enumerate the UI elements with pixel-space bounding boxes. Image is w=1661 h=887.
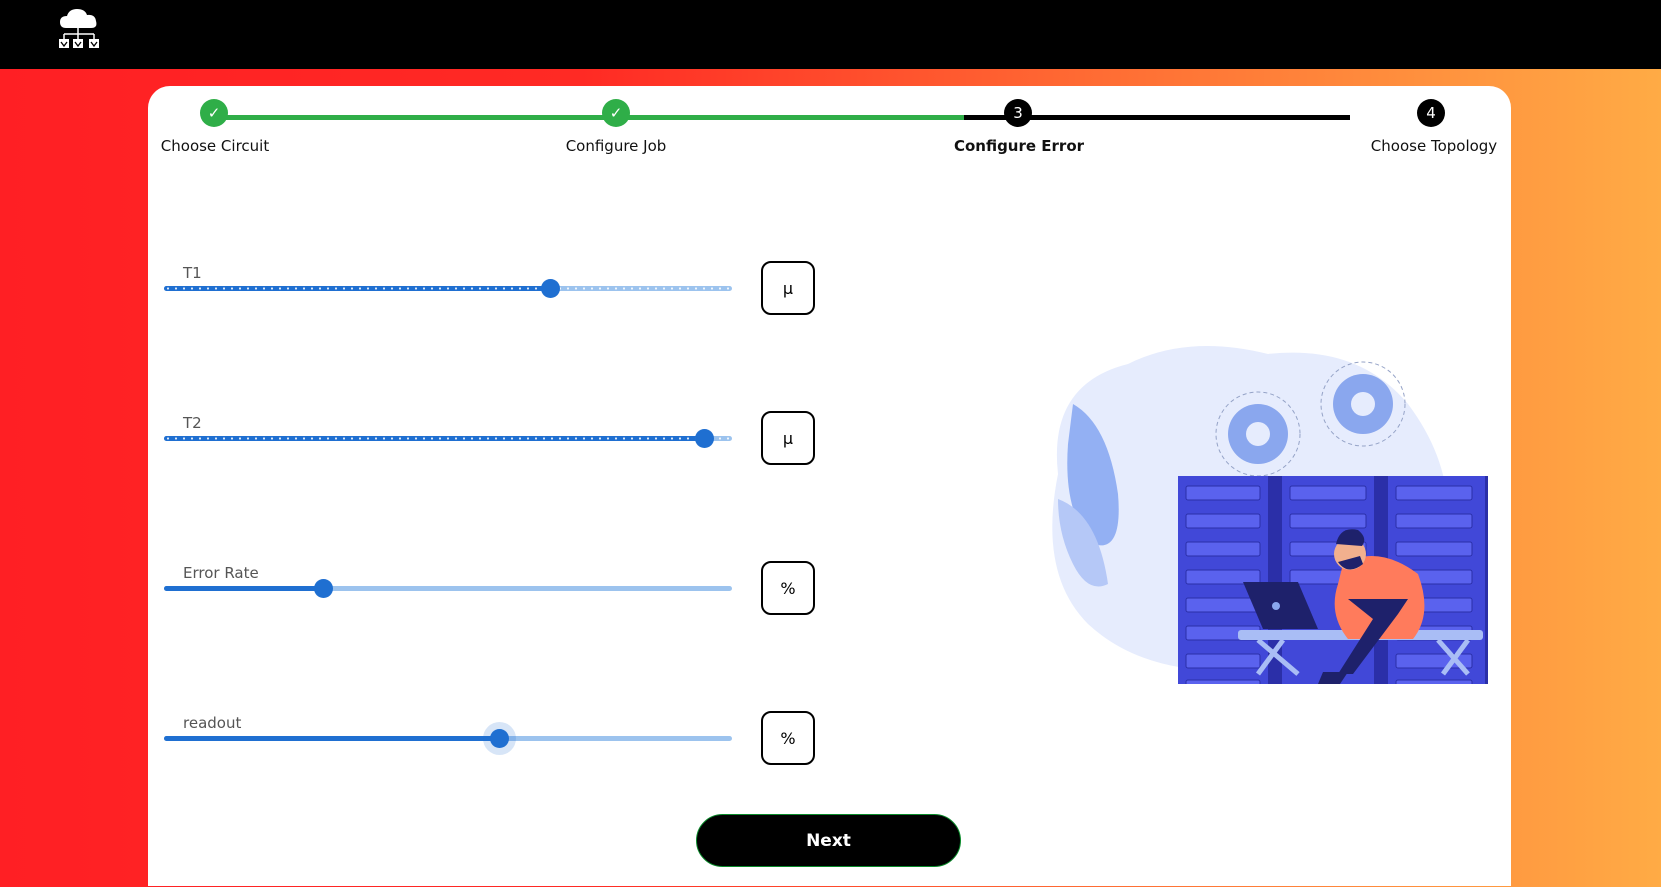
slider-thumb[interactable] (314, 579, 334, 598)
stepper-line-done (214, 115, 964, 120)
slider-label: Error Rate (183, 564, 259, 582)
slider-fill (164, 436, 704, 441)
slider-thumb[interactable] (490, 729, 510, 748)
slider-fill (164, 586, 324, 591)
slider-track[interactable] (164, 429, 732, 448)
step-label-configure-job[interactable]: Configure Job (565, 137, 667, 155)
slider-track[interactable] (164, 279, 732, 298)
step-choose-circuit-indicator[interactable]: ✓ (200, 99, 228, 127)
wizard-card: ✓ ✓ 3 4 Choose Circuit Configure Job Con… (148, 86, 1511, 886)
slider-thumb[interactable] (541, 279, 561, 298)
cloud-network-icon[interactable] (56, 6, 102, 50)
next-button[interactable]: Next (696, 814, 961, 867)
check-icon: ✓ (207, 104, 221, 122)
step-number: 3 (1013, 104, 1023, 122)
step-label-configure-error[interactable]: Configure Error (953, 137, 1085, 155)
unit-selector[interactable]: µ (761, 261, 815, 315)
slider-label: T1 (183, 264, 202, 282)
step-configure-error-indicator[interactable]: 3 (1004, 99, 1032, 127)
slider-label: readout (183, 714, 242, 732)
step-number: 4 (1426, 104, 1436, 122)
slider-row-readout: readout % (164, 711, 815, 771)
slider-fill (164, 736, 500, 741)
unit-selector[interactable]: % (761, 711, 815, 765)
slider-row-t2: T2 µ (164, 411, 815, 471)
slider-fill (164, 286, 551, 291)
check-icon: ✓ (609, 104, 623, 122)
slider-label: T2 (183, 414, 202, 432)
step-choose-topology-indicator[interactable]: 4 (1417, 99, 1445, 127)
slider-track[interactable] (164, 579, 732, 598)
step-label-choose-topology[interactable]: Choose Topology (1370, 137, 1498, 155)
server-room-worker-illustration (1052, 346, 1488, 684)
unit-selector[interactable]: µ (761, 411, 815, 465)
unit-selector[interactable]: % (761, 561, 815, 615)
slider-row-error-rate: Error Rate % (164, 561, 815, 621)
step-configure-job-indicator[interactable]: ✓ (602, 99, 630, 127)
slider-track[interactable] (164, 729, 732, 748)
slider-thumb[interactable] (694, 429, 714, 448)
top-bar (0, 0, 1661, 69)
step-label-choose-circuit[interactable]: Choose Circuit (160, 137, 270, 155)
slider-row-t1: T1 µ (164, 261, 815, 321)
stepper-line-pending (964, 115, 1350, 120)
